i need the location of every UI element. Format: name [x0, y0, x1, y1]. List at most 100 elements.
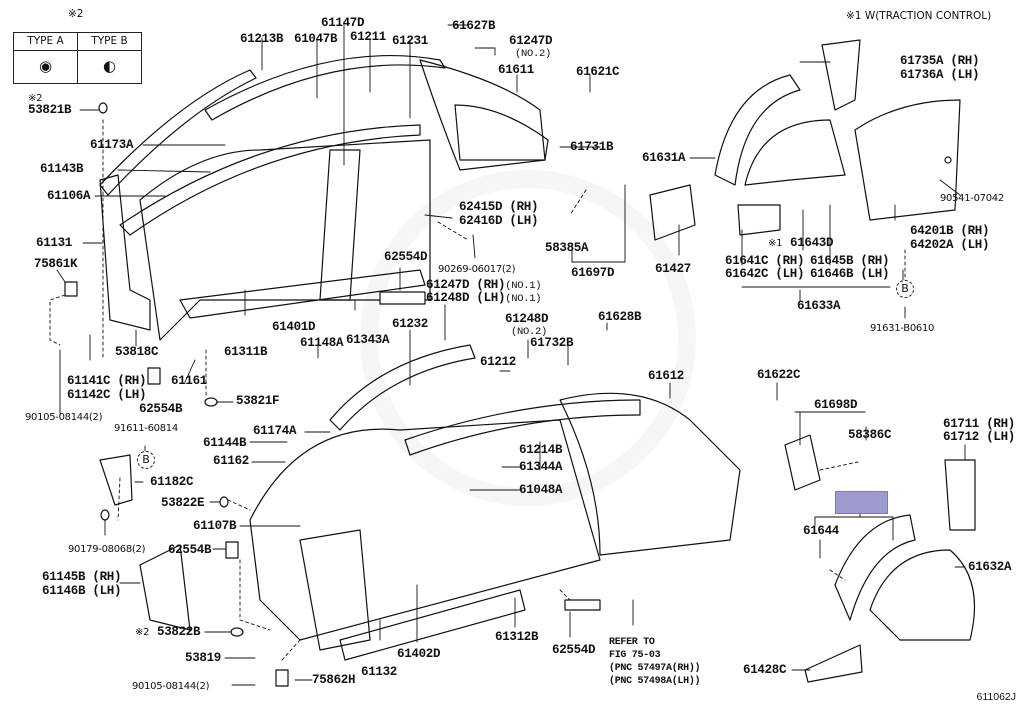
- part-61173A[interactable]: 61173A: [90, 138, 134, 152]
- part-58386C[interactable]: 58386C: [848, 428, 892, 442]
- part-61402D[interactable]: 61402D: [397, 647, 441, 661]
- part-61247D-no2[interactable]: 61247D: [509, 34, 553, 48]
- part-61182C[interactable]: 61182C: [150, 475, 194, 489]
- part-61621C[interactable]: 61621C: [576, 65, 620, 79]
- part-61731B[interactable]: 61731B: [570, 140, 614, 154]
- part-62554B-lower[interactable]: 62554B: [168, 543, 212, 557]
- part-61162[interactable]: 61162: [213, 454, 250, 468]
- part-61646B[interactable]: 61646B (LH): [810, 267, 890, 281]
- part-61311B[interactable]: 61311B: [224, 345, 268, 359]
- part-61344A[interactable]: 61344A: [519, 460, 563, 474]
- part-61212[interactable]: 61212: [480, 355, 517, 369]
- part-61141C[interactable]: 61141C (RH): [67, 374, 147, 388]
- part-90541-07042[interactable]: 90541-07042: [940, 193, 1004, 204]
- part-61632A[interactable]: 61632A: [968, 560, 1012, 574]
- part-53822E[interactable]: 53822E: [161, 496, 205, 510]
- part-61611[interactable]: 61611: [498, 63, 535, 77]
- part-61211[interactable]: 61211: [350, 30, 387, 44]
- part-61343A[interactable]: 61343A: [346, 333, 390, 347]
- figure-number: 611062J: [976, 691, 1016, 703]
- part-61174A[interactable]: 61174A: [253, 424, 297, 438]
- part-64201B[interactable]: 64201B (RH): [910, 224, 990, 238]
- part-75861K[interactable]: 75861K: [34, 257, 78, 271]
- part-61143B[interactable]: 61143B: [40, 162, 84, 176]
- clip-type-b-icon: ◐: [102, 57, 117, 75]
- part-61107B[interactable]: 61107B: [193, 519, 237, 533]
- clip-53821F: [204, 397, 218, 407]
- part-61132[interactable]: 61132: [361, 665, 398, 679]
- clip-75861K: [64, 281, 78, 297]
- part-61428C[interactable]: 61428C: [743, 663, 787, 677]
- part-61147D[interactable]: 61147D: [321, 16, 365, 30]
- part-75862H[interactable]: 75862H: [312, 673, 356, 687]
- part-61427[interactable]: 61427: [655, 262, 692, 276]
- roof-rail-lower-part: [329, 344, 476, 431]
- part-61612[interactable]: 61612: [648, 369, 685, 383]
- part-61142C[interactable]: 61142C (LH): [67, 388, 147, 402]
- part-61697D[interactable]: 61697D: [571, 266, 615, 280]
- part-62554D-lower[interactable]: 62554D: [552, 643, 596, 657]
- part-61735A[interactable]: 61735A (RH): [900, 54, 980, 68]
- part-90269-06017[interactable]: 90269-06017(2): [438, 264, 516, 275]
- part-61161[interactable]: 61161: [171, 374, 208, 388]
- part-91611-60814[interactable]: 91611-60814: [114, 423, 178, 434]
- roof-side-rail-lower-part: [404, 399, 641, 456]
- part-61401D[interactable]: 61401D: [272, 320, 316, 334]
- part-61645B[interactable]: 61645B (RH): [810, 254, 890, 268]
- part-61631A[interactable]: 61631A: [642, 151, 686, 165]
- highlighted-part-label[interactable]: [835, 491, 888, 514]
- part-62416D[interactable]: 62416D (LH): [459, 214, 539, 228]
- part-61643D[interactable]: 61643D: [790, 236, 834, 250]
- part-61622C[interactable]: 61622C: [757, 368, 801, 382]
- part-90105-08144[interactable]: 90105-08144(2): [25, 412, 103, 423]
- part-61232[interactable]: 61232: [392, 317, 429, 331]
- type-a-label: TYPE A: [14, 33, 77, 51]
- part-61736A[interactable]: 61736A (LH): [900, 68, 980, 82]
- part-53821F[interactable]: 53821F: [236, 394, 280, 408]
- part-61732B[interactable]: 61732B: [530, 336, 574, 350]
- part-61712[interactable]: 61712 (LH): [943, 430, 1016, 444]
- part-58385A[interactable]: 58385A: [545, 241, 589, 255]
- part-61214B[interactable]: 61214B: [519, 443, 563, 457]
- part-61628B[interactable]: 61628B: [598, 310, 642, 324]
- part-61644[interactable]: 61644: [803, 524, 840, 538]
- part-61633A[interactable]: 61633A: [797, 299, 841, 313]
- front-pillar-lower-part: [299, 529, 371, 651]
- refer-line-4: (PNC 57498A(LH)): [609, 676, 701, 687]
- roof-rail-part: [204, 55, 446, 121]
- part-61144B[interactable]: 61144B: [203, 436, 247, 450]
- part-61213B[interactable]: 61213B: [240, 32, 284, 46]
- part-61106A[interactable]: 61106A: [47, 189, 91, 203]
- part-61048A[interactable]: 61048A: [519, 483, 563, 497]
- part-53818C[interactable]: 53818C: [115, 345, 159, 359]
- part-61641C[interactable]: 61641C (RH): [725, 254, 805, 268]
- part-53821B[interactable]: 53821B: [28, 103, 72, 117]
- part-61698D[interactable]: 61698D: [814, 398, 858, 412]
- part-90105-08144-lower[interactable]: 90105-08144(2): [132, 681, 210, 692]
- part-91631-B0610[interactable]: 91631-B0610: [870, 323, 935, 334]
- part-62554D[interactable]: 62554D: [384, 250, 428, 264]
- part-62415D[interactable]: 62415D (RH): [459, 200, 539, 214]
- part-53819[interactable]: 53819: [185, 651, 222, 665]
- part-61627B[interactable]: 61627B: [452, 19, 496, 33]
- part-62554B[interactable]: 62554B: [139, 402, 183, 416]
- part-61231[interactable]: 61231: [392, 34, 429, 48]
- part-61248D-no2[interactable]: 61248D: [505, 312, 549, 326]
- part-61312B[interactable]: 61312B: [495, 630, 539, 644]
- part-90179-08068[interactable]: 90179-08068(2): [68, 544, 146, 555]
- part-61145B[interactable]: 61145B (RH): [42, 570, 122, 584]
- part-61642C[interactable]: 61642C (LH): [725, 267, 805, 281]
- note-mark: ※2: [28, 93, 43, 104]
- part-61131[interactable]: 61131: [36, 236, 73, 250]
- part-64202A[interactable]: 64202A (LH): [910, 238, 990, 252]
- part-61148A[interactable]: 61148A: [300, 336, 344, 350]
- part-61146B[interactable]: 61146B (LH): [42, 584, 122, 598]
- part-53822B[interactable]: 53822B: [157, 625, 201, 639]
- refer-to-note: REFER TO FIG 75-03 (PNC 57497A(RH)) (PNC…: [609, 636, 701, 688]
- part-61047B[interactable]: 61047B: [294, 32, 338, 46]
- part-61711[interactable]: 61711 (RH): [943, 417, 1016, 431]
- part-61247D-no1[interactable]: 61247D (RH)(NO.1): [426, 279, 542, 293]
- part-61248D-no1[interactable]: 61248D (LH)(NO.1): [426, 292, 542, 306]
- callout-b-right: B: [896, 280, 914, 298]
